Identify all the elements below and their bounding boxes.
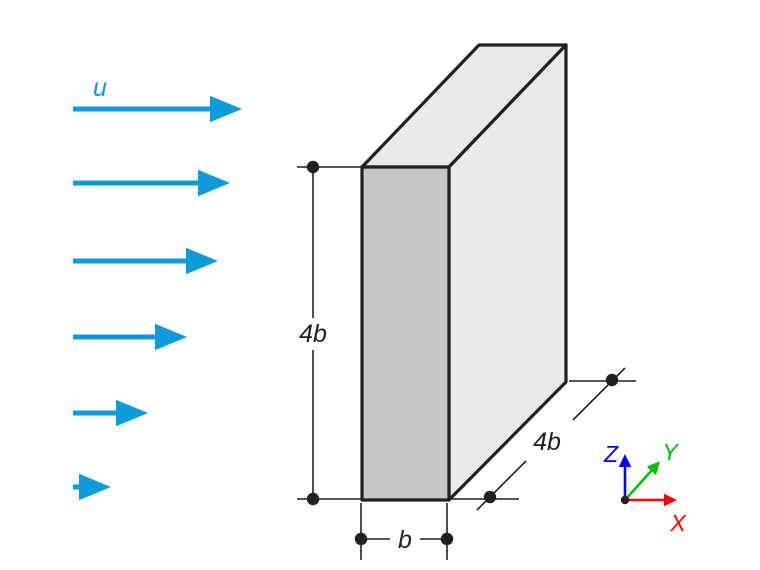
flow-velocity-label: u xyxy=(93,74,107,102)
width-dot-right xyxy=(440,532,454,546)
depth-dimension: 4b xyxy=(452,367,636,511)
depth-dimension-line-upper xyxy=(572,367,626,421)
height-dimension: 4b xyxy=(297,160,362,506)
depth-dimension-line-lower xyxy=(476,460,527,511)
flow-arrow-group xyxy=(73,95,242,501)
block-front-face xyxy=(360,165,451,502)
y-axis-line xyxy=(624,461,661,501)
depth-dot-front xyxy=(483,490,497,504)
coordinate-axes: X Y Z xyxy=(603,439,687,536)
axes-origin-dot xyxy=(620,495,630,505)
depth-dot-back xyxy=(605,373,619,387)
block-3d xyxy=(360,43,568,502)
height-dot-bottom xyxy=(306,492,320,506)
y-axis-label: Y xyxy=(662,439,679,465)
width-dot-left xyxy=(354,532,368,546)
x-axis-label: X xyxy=(669,510,687,536)
height-dimension-label: 4b xyxy=(299,320,327,348)
height-dot-top xyxy=(306,160,320,174)
z-axis-label: Z xyxy=(603,441,619,467)
width-dimension-label: b xyxy=(398,526,412,554)
depth-dimension-label: 4b xyxy=(533,428,561,456)
width-dimension: b xyxy=(354,503,454,560)
